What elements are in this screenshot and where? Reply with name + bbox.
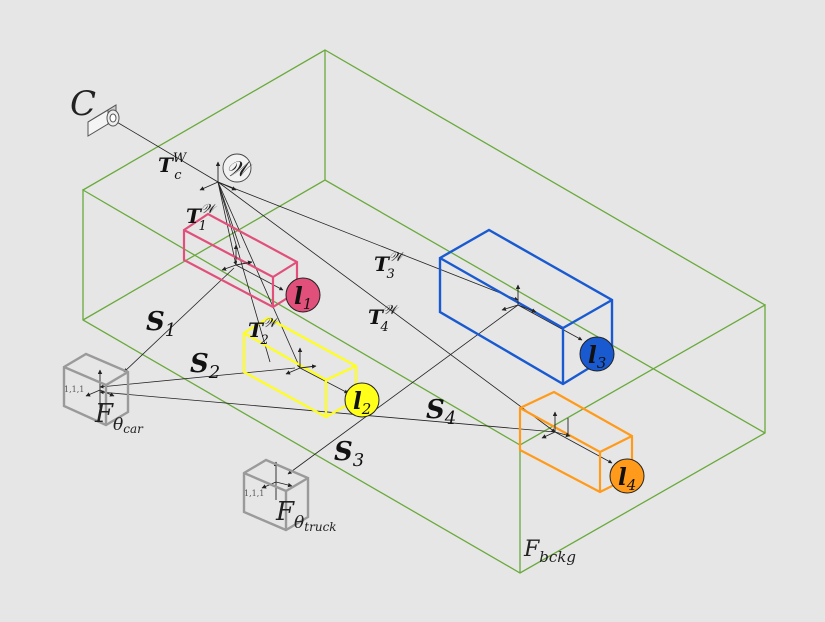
line-camera-world	[109, 117, 219, 183]
function-label-truck: Fθtruck	[275, 497, 337, 534]
t3-sub: 3	[387, 267, 395, 282]
connector-lines	[99, 117, 613, 475]
car-sub: θ	[113, 415, 123, 435]
object-label-l1: l1	[294, 283, 312, 313]
car-base: F	[94, 399, 114, 429]
tc-sup: W	[173, 151, 188, 166]
truck-axes	[261, 461, 293, 500]
line-world-obj2b	[217, 181, 271, 363]
obj1-axes	[221, 244, 253, 271]
camera-label: C	[70, 84, 96, 124]
t4-sub: 4	[380, 320, 389, 335]
l3-base: l	[588, 342, 597, 369]
object-label-l3: l3	[588, 342, 606, 372]
object-marker-4	[609, 458, 645, 494]
bg-box-front-edges	[82, 188, 766, 574]
cube-car-text: 1,1,1	[64, 385, 84, 394]
t1-sup: 𝒲	[201, 202, 218, 217]
object-label-l4: l4	[618, 464, 636, 494]
object-label-l2: l2	[353, 388, 371, 418]
line-s3	[287, 304, 519, 475]
t2-base: T	[248, 318, 265, 342]
transform-label-t1: T𝒲 1	[186, 202, 218, 234]
line-obj1-dir	[235, 264, 284, 291]
function-label-bckg: Fbckg	[523, 537, 576, 566]
bg-box-back-edges	[82, 49, 766, 434]
s1-sub: 1	[165, 320, 176, 341]
t2-sup: 𝒲	[263, 316, 280, 331]
tc-base: T	[158, 153, 175, 177]
s4-base: S	[426, 395, 445, 425]
s4-sub: 4	[444, 408, 456, 429]
box1-inner-edges	[183, 229, 298, 307]
scale-label-s2: S2	[190, 349, 220, 383]
line-obj4-dir	[554, 431, 613, 464]
line-world-obj1b	[217, 181, 241, 249]
obj3-axes	[501, 284, 537, 313]
background-box	[82, 49, 766, 574]
transform-label-t2: T𝒲 2	[248, 316, 280, 348]
l4-sub: 4	[626, 476, 637, 494]
cube-car-icon	[62, 352, 130, 427]
t4-sup: 𝒲	[383, 303, 400, 318]
l1-sub: 1	[303, 295, 313, 313]
line-s1	[123, 267, 235, 373]
line-obj2-dir	[299, 367, 349, 394]
car-sub2: car	[123, 422, 144, 436]
transform-label-t3: T𝒲 3	[374, 250, 406, 282]
scale-label-s3: S3	[334, 437, 364, 471]
l4-base: l	[618, 464, 627, 491]
object-marker-1	[285, 277, 321, 313]
box3-inner-edges	[439, 256, 613, 384]
scale-label-s4: S4	[426, 395, 456, 429]
s2-sub: 2	[208, 362, 220, 383]
line-world-obj3	[217, 181, 519, 301]
box2-inner-edges	[243, 332, 357, 417]
world-axes	[199, 161, 237, 191]
s3-base: S	[334, 437, 353, 467]
l2-sub: 2	[361, 400, 372, 418]
tc-sub: c	[174, 168, 182, 183]
obj4-axes	[541, 411, 571, 439]
line-world-obj2	[217, 181, 301, 369]
cube-truck-text: 1,1,1	[244, 489, 264, 498]
obj2-axes	[285, 347, 317, 375]
s3-sub: 3	[353, 450, 364, 471]
cube-truck-icon	[242, 458, 310, 532]
camera-icon	[87, 104, 120, 137]
truck-sub2: truck	[304, 520, 336, 534]
l3-sub: 3	[597, 354, 607, 372]
scale-label-s1: S1	[146, 307, 176, 341]
t2-sub: 2	[260, 333, 269, 348]
t3-base: T	[374, 252, 391, 276]
bckg-sub: bckg	[539, 548, 576, 566]
l1-base: l	[294, 283, 303, 310]
box4-inner-edges	[519, 407, 633, 492]
truck-sub: θ	[294, 513, 304, 533]
object-marker-3	[579, 336, 615, 372]
function-label-car: Fθcar	[94, 399, 144, 436]
line-s4	[99, 390, 556, 433]
t3-sup: 𝒲	[389, 250, 406, 265]
transform-label-t4: T𝒲 4	[368, 303, 400, 335]
l2-base: l	[353, 388, 362, 415]
line-world-obj4	[217, 181, 556, 433]
truck-base: F	[275, 497, 295, 527]
line-obj3-dir	[517, 304, 583, 341]
s2-base: S	[190, 349, 209, 379]
world-origin-circle	[222, 153, 252, 183]
s1-base: S	[146, 307, 165, 337]
t1-base: T	[186, 204, 203, 228]
t1-sub: 1	[199, 219, 207, 234]
object-marker-2	[344, 382, 380, 418]
frame-axes	[85, 161, 571, 500]
line-s2	[99, 367, 296, 389]
t4-base: T	[368, 305, 385, 329]
bckg-base: F	[523, 537, 540, 562]
